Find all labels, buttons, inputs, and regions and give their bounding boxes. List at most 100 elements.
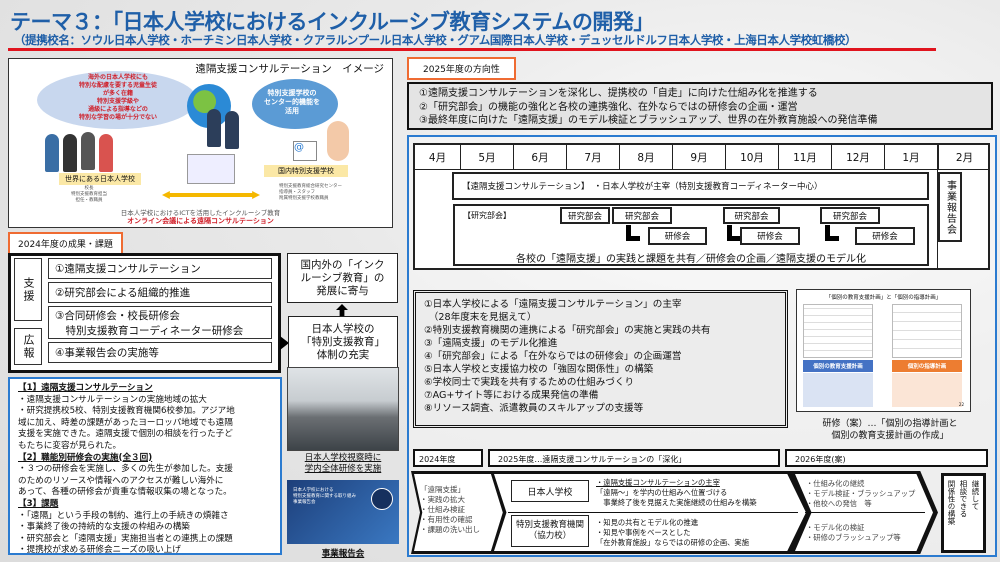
research-meeting-aug: 研究部会 — [612, 207, 672, 224]
plan-template-image: 「個別の教育支援計画」と「個別の指導計画」 個別の教育支援計画 個別の指導計画 … — [796, 289, 971, 412]
research-meeting-jul: 研究部会 — [560, 207, 610, 224]
research-meeting-dec: 研究部会 — [820, 207, 880, 224]
outcome-line: 日本人学校の — [311, 322, 375, 335]
month-header: 10月 — [726, 145, 779, 169]
slide-text: 事業報告会 — [293, 500, 316, 505]
plan-item: ②特別支援教育機関の連携による「研究部会」の実施と実践の共有 — [424, 325, 711, 336]
outcome-line: 体制の充実 — [316, 348, 370, 361]
outcome-line: 国内外の「インク — [300, 258, 385, 271]
support-plan-label: 個別の教育支援計画 — [803, 360, 873, 372]
bubble-text: 海外の日本人学校にも — [88, 74, 149, 81]
elbow-arrow-icon — [825, 225, 839, 241]
roadmap-text: ・遠隔支援コンサルテーションの主宰 — [596, 478, 720, 487]
bubble-text: 特別な学習の場が十分でない — [79, 114, 158, 121]
direction-line: ②「研究部会」の機能の強化と各校の連携強化、在外ならではの研修会の企画・運営 — [419, 101, 798, 113]
photo-caption: 日本人学校視察時に — [304, 453, 382, 463]
title-divider — [8, 48, 936, 51]
video-call-icon — [187, 154, 235, 184]
roadmap-text: ・実践の拡大 — [420, 495, 465, 504]
elbow-arrow-icon — [626, 225, 640, 241]
domestic-school-label: 国内特別支援学校 — [264, 165, 348, 177]
notes-line: のためのリソースや情報へのアクセスが難しい海外に — [18, 475, 224, 486]
roadmap-text: ・仕組み化の継続 — [806, 479, 865, 488]
label-sub: 校長 — [84, 186, 94, 191]
pr-group-label: 広報 — [14, 328, 42, 365]
research-meeting-oct: 研究部会 — [723, 207, 780, 224]
training-session-dec: 研修会 — [855, 227, 915, 245]
consultation-bar: 【遠隔支援コンサルテーション】 ・日本人学校が主宰（特別支援教育コーディネーター… — [452, 172, 929, 200]
person-icon — [99, 134, 113, 172]
slide-text: 日本人学校における — [293, 488, 334, 493]
notes-line: ・「遠隔」という手段の制約、進行上の手続きの煩雑さ — [18, 510, 229, 521]
result-item-research: ②研究部会による組織的推進 — [48, 282, 272, 303]
outcome-line: 「特別支援教育」 — [301, 335, 385, 348]
direction-line: ①遠隔支援コンサルテーションを深化し、提携校の「自走」に向けた仕組み化を推進する — [419, 88, 818, 99]
roadmap-2024-header: 2024年度 — [413, 449, 483, 467]
training-session-oct: 研修会 — [740, 227, 800, 245]
issue-bubble — [37, 71, 197, 129]
item-line: ③合同研修会・校長研修会 — [55, 309, 180, 322]
final-report-box: 事業報告会 — [938, 172, 962, 242]
label-line: 特別支援教育機関 — [515, 520, 584, 530]
final-goal-line: 相談できる — [959, 480, 968, 518]
notes-line: ・研究提携校5校、特別支援教育機関6校参加。アジア地 — [18, 406, 235, 417]
plan-item: ⑦AG+サイト等における成果発信の準備 — [424, 390, 599, 401]
training-photo — [287, 367, 399, 451]
bubble-text: 特別支援学校の — [267, 89, 317, 97]
notes-line: ・３つの研修会を実施し、多くの先生が参加した。支援 — [18, 464, 233, 475]
person-icon — [45, 134, 59, 172]
guidance-plan-notes — [892, 373, 962, 407]
plan-item: ③「遠隔支援」のモデル化推進 — [424, 338, 558, 349]
roadmap-text: 「遠隔支援」 — [420, 485, 465, 494]
training-session-aug: 研修会 — [648, 227, 707, 245]
image-caption-highlight: オンライン会議による遠隔コンサルテーション — [127, 217, 274, 225]
notes-heading: 【2】職能別研修会の実施(全３回) — [18, 452, 153, 463]
final-goal-line: 関係性の構築 — [947, 480, 956, 525]
bubble-text: 特別支援学級や — [97, 98, 140, 105]
support-bubble — [252, 79, 338, 129]
guidance-plan-label: 個別の指導計画 — [892, 360, 962, 372]
roadmap-text: ・知見や事例をベースとした — [596, 528, 691, 537]
final-goal-line: 継続して — [971, 480, 980, 510]
bubble-text: 特別な配慮を要する児童生徒 — [79, 82, 158, 89]
month-header: 11月 — [779, 145, 832, 169]
research-group-note: 各校の「遠隔支援」の実践と課題を共有／研修会の企画／遠隔支援のモデル化 — [516, 254, 866, 265]
form-thumbnail — [803, 304, 873, 358]
final-goal-box: 継続して 相談できる 関係性の構築 — [941, 473, 986, 553]
plan-item: ⑤日本人学校と支援協力校の「強固な関係性」の構築 — [424, 364, 654, 375]
plan-image-caption: 研修（案）…「個別の指導計画と — [822, 419, 958, 429]
month-header: 2月 — [938, 145, 990, 169]
month-header: 5月 — [461, 145, 514, 169]
notes-line: ・研究部会と「遠隔支援」実施担当者との連携上の課題 — [18, 533, 233, 544]
month-header: 9月 — [673, 145, 726, 169]
notes-line: 支援を実施できた。遠隔支援で個別の相談を行った子ど — [18, 429, 233, 440]
month-header: 8月 — [620, 145, 673, 169]
notes-line: ・事業終了後の持続的な支援の枠組みの構築 — [18, 522, 190, 533]
form-thumbnail — [892, 304, 962, 358]
results-label: 2024年度の成果・課題 — [8, 232, 123, 255]
roadmap-text: ・有用性の確認 — [420, 515, 473, 524]
table-divider — [415, 169, 990, 170]
direction-box: ①遠隔支援コンサルテーションを深化し、提携校の「自走」に向けた仕組み化を推進する… — [407, 82, 993, 130]
date-badge-icon — [371, 488, 393, 510]
elbow-arrow-icon — [727, 225, 741, 241]
roadmap-text: ・モデル検証・ブラッシュアップ — [806, 489, 916, 498]
roadmap-text: 事業終了後を見据えた実施継続の仕組みを構築 — [596, 498, 757, 507]
notes-line: 域に加え、時差の課題があったヨーロッパ地域でも遠隔 — [18, 417, 233, 428]
person-icon — [327, 121, 349, 161]
month-header: 7月 — [567, 145, 620, 169]
bubble-text: 活用 — [285, 107, 299, 115]
label-line: （協力校） — [528, 531, 572, 541]
result-item-training: ③合同研修会・校長研修会 特別支援教育コーディネーター研修会 — [48, 306, 272, 339]
email-icon: @ — [293, 141, 317, 161]
month-header: 6月 — [514, 145, 567, 169]
outcome-contribution: 国内外の「インク ルーシブ教育」の 発展に寄与 — [287, 253, 398, 303]
bubble-text: が多く在籍 — [103, 90, 134, 97]
month-header: 12月 — [832, 145, 885, 169]
label-sub: 特別支援教育総合研究センター — [279, 184, 342, 189]
research-group-label: 【研究部会】 — [463, 211, 511, 220]
roadmap-text: ・モデル化の検証 — [806, 523, 865, 532]
label-sub: 指導員・スタッフ — [279, 190, 315, 195]
support-plan-notes — [803, 373, 873, 407]
roadmap-2025-header: 2025年度…遠隔支援コンサルテーションの「深化」 — [488, 449, 780, 467]
